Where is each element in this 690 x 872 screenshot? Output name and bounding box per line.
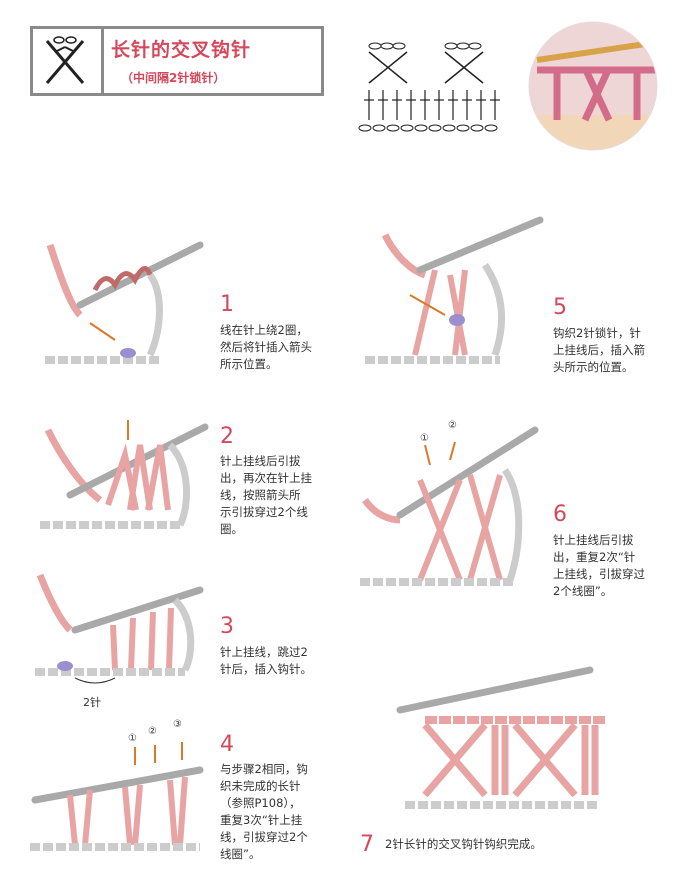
step-4-text: 与步骤2相同，钩 织未完成的长针 （参照P108）， 重复3次“针上挂 线，引拔… bbox=[220, 762, 308, 861]
page-title: 长针的交叉钩针 bbox=[111, 39, 252, 61]
circle-label-2: ② bbox=[148, 726, 157, 737]
step-2-number: 2 bbox=[220, 424, 234, 449]
finished-sample-photo bbox=[528, 21, 658, 151]
step-3-illustration bbox=[35, 573, 204, 684]
step-3-text: 针上挂线，跳过2 针后，插入钩针。 bbox=[220, 645, 312, 676]
circle-label-2-step6: ② bbox=[448, 420, 457, 431]
step-6-text: 针上挂线后引拔 出，重复2次“针 上挂线，引拔穿过 2个线圈”。 bbox=[553, 533, 645, 598]
step-6-illustration bbox=[360, 426, 539, 586]
crossed-stitch-symbol-icon bbox=[33, 29, 104, 93]
step-6-number: 6 bbox=[553, 502, 567, 527]
step-1-number: 1 bbox=[220, 292, 234, 317]
crochet-chart-diagram bbox=[358, 42, 500, 132]
step-7-illustration bbox=[396, 666, 605, 809]
title-box: 长针的交叉钩针 （中间隔2针锁针） bbox=[30, 26, 324, 96]
step-5-number: 5 bbox=[553, 295, 567, 320]
step-5-text: 钩织2针锁针，针 上挂线后，插入箭 头所示的位置。 bbox=[553, 326, 645, 374]
step-4-number: 4 bbox=[220, 732, 234, 757]
step-4-illustration bbox=[30, 742, 204, 851]
skip-two-label: 2针 bbox=[83, 696, 101, 709]
page-subtitle: （中间隔2针锁针） bbox=[121, 71, 226, 85]
circle-label-1-step6: ① bbox=[420, 433, 429, 444]
circle-label-3: ③ bbox=[173, 719, 182, 730]
step-3-number: 3 bbox=[220, 614, 234, 639]
step-2-text: 针上挂线后引拔 出，再次在针上挂 线，按照箭头所 示引拔穿过2个线 圈。 bbox=[220, 454, 312, 536]
circle-label-1: ① bbox=[128, 733, 137, 744]
step-2-illustration bbox=[40, 420, 209, 529]
step-7-text: 2针长针的交叉钩针钩织完成。 bbox=[385, 837, 542, 851]
step-1-text: 线在针上绕2圈， 然后将针插入箭头 所示位置。 bbox=[220, 323, 312, 371]
step-7-number: 7 bbox=[360, 832, 374, 857]
step-5-illustration bbox=[365, 216, 544, 364]
step-1-illustration bbox=[45, 241, 204, 364]
